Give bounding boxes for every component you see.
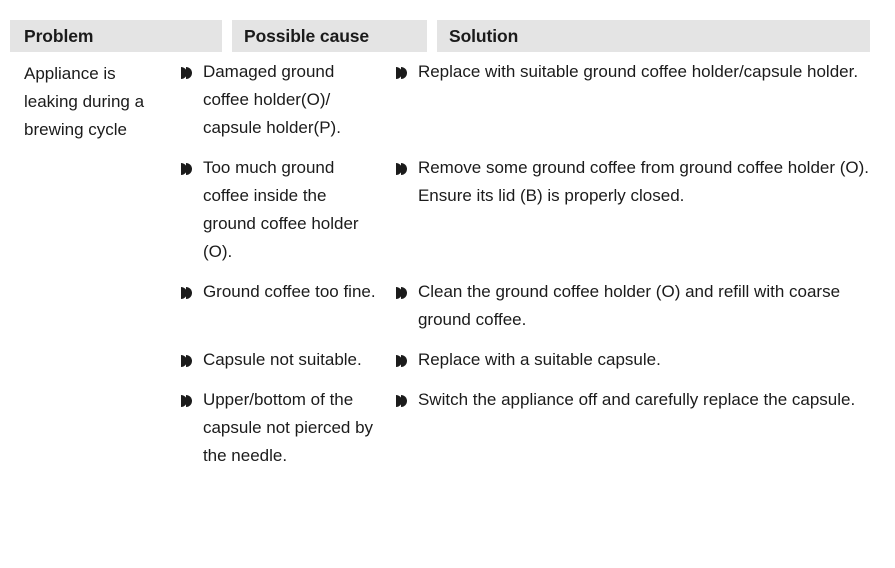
cause-text: Capsule not suitable. [202, 350, 362, 369]
cell-possible-cause: Too much ground coffee inside the ground… [169, 154, 384, 266]
cause-text: Too much ground coffee inside the ground… [202, 158, 359, 261]
triangle-bullet-icon [395, 58, 418, 86]
solution-text: Remove some ground coffee from ground co… [417, 158, 870, 205]
cell-problem: Appliance is leaking during a brewing cy… [10, 58, 169, 144]
triangle-bullet-icon [180, 386, 203, 414]
triangle-bullet-icon [180, 58, 203, 86]
cell-possible-cause: Capsule not suitable. [169, 346, 384, 374]
cause-text: Damaged ground coffee holder(O)/ capsule… [202, 62, 341, 137]
list-item: Replace with a suitable capsule. [395, 346, 880, 374]
list-item: Clean the ground coffee holder (O) and r… [395, 278, 880, 334]
cell-solution: Clean the ground coffee holder (O) and r… [384, 278, 880, 334]
solution-text: Switch the appliance off and carefully r… [417, 390, 856, 409]
list-item: Too much ground coffee inside the ground… [180, 154, 384, 266]
cell-possible-cause: Damaged ground coffee holder(O)/ capsule… [169, 58, 384, 142]
header-divider-1 [222, 20, 232, 52]
column-header-possible-cause-label: Possible cause [244, 25, 370, 46]
column-header-problem-label: Problem [24, 25, 94, 46]
cell-solution: Replace with suitable ground coffee hold… [384, 58, 880, 86]
triangle-bullet-icon [395, 346, 418, 374]
problem-description: Appliance is leaking during a brewing cy… [24, 64, 145, 139]
triangle-bullet-icon [395, 386, 418, 414]
list-item: Ground coffee too fine. [180, 278, 384, 306]
solution-text: Clean the ground coffee holder (O) and r… [417, 282, 841, 329]
triangle-bullet-icon [180, 346, 203, 374]
list-item: Replace with suitable ground coffee hold… [395, 58, 880, 86]
cause-text: Upper/bottom of the capsule not pierced … [202, 390, 374, 465]
triangle-bullet-icon [180, 278, 203, 306]
table-body: Appliance is leaking during a brewing cy… [10, 58, 880, 470]
cell-possible-cause: Upper/bottom of the capsule not pierced … [169, 386, 384, 470]
table-row: Capsule not suitable. Replace with a sui… [169, 346, 880, 374]
table-row: Upper/bottom of the capsule not pierced … [169, 386, 880, 470]
cell-solution: Switch the appliance off and carefully r… [384, 386, 880, 414]
header-divider-2 [427, 20, 437, 52]
cell-solution: Remove some ground coffee from ground co… [384, 154, 880, 210]
list-item: Capsule not suitable. [180, 346, 384, 374]
column-header-solution-label: Solution [449, 25, 519, 46]
cause-solution-wrapper: Damaged ground coffee holder(O)/ capsule… [169, 58, 880, 470]
list-item: Remove some ground coffee from ground co… [395, 154, 880, 210]
list-item: Upper/bottom of the capsule not pierced … [180, 386, 384, 470]
cause-text: Ground coffee too fine. [202, 282, 376, 301]
cell-solution: Replace with a suitable capsule. [384, 346, 880, 374]
solution-text: Replace with a suitable capsule. [417, 350, 661, 369]
column-header-problem: Problem [10, 20, 222, 52]
table-row: Damaged ground coffee holder(O)/ capsule… [169, 58, 880, 142]
column-header-possible-cause: Possible cause [232, 20, 427, 52]
table-header-row: Problem Possible cause Solution [10, 20, 870, 52]
triangle-bullet-icon [180, 154, 203, 182]
table-row: Ground coffee too fine. Clean the ground… [169, 278, 880, 334]
triangle-bullet-icon [395, 154, 418, 182]
cell-possible-cause: Ground coffee too fine. [169, 278, 384, 306]
list-item: Damaged ground coffee holder(O)/ capsule… [180, 58, 384, 142]
triangle-bullet-icon [395, 278, 418, 306]
solution-text: Replace with suitable ground coffee hold… [417, 62, 859, 81]
list-item: Switch the appliance off and carefully r… [395, 386, 880, 414]
table-row: Too much ground coffee inside the ground… [169, 154, 880, 266]
column-header-solution: Solution [437, 20, 870, 52]
